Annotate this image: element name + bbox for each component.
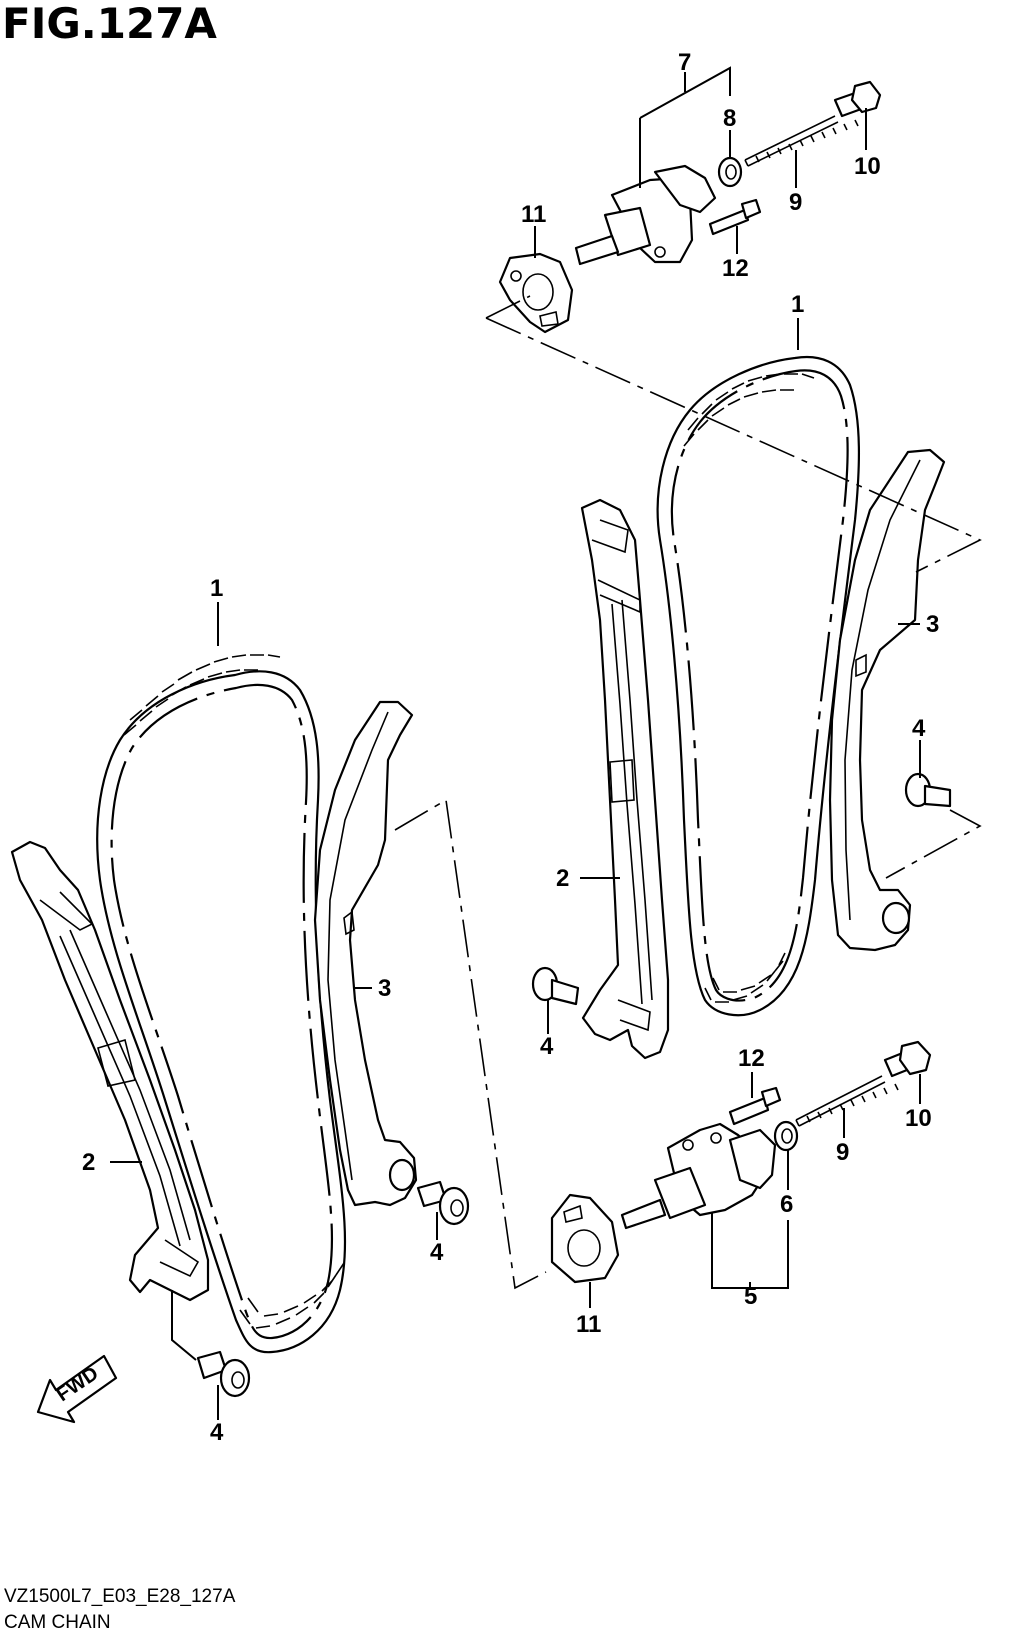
fwd-arrow-icon: FWD — [36, 1354, 118, 1424]
callout-5: 5 — [744, 1283, 757, 1310]
callout-2-left: 2 — [82, 1149, 95, 1176]
callout-12-top: 12 — [722, 255, 749, 282]
bottom-gasket-11 — [550, 1193, 620, 1284]
callout-labels: 1 2 3 4 4 1 2 3 4 4 5 6 7 8 9 9 10 10 11… — [82, 49, 939, 1446]
left-chain-guide-2 — [10, 840, 210, 1302]
left-bolt-4-upper — [416, 1180, 470, 1226]
callout-8: 8 — [723, 105, 736, 132]
left-cam-chain — [96, 654, 347, 1354]
callout-2-right: 2 — [556, 865, 569, 892]
right-chain-tensioner-guide-3 — [828, 448, 946, 952]
callout-9-bottom: 9 — [836, 1139, 849, 1166]
callout-11-bottom: 11 — [576, 1311, 601, 1338]
right-cam-chain — [656, 356, 860, 1017]
callout-12-bottom: 12 — [738, 1045, 765, 1072]
callout-4-left-lower: 4 — [210, 1419, 224, 1446]
bottom-washer-6 — [773, 1120, 799, 1152]
callout-6: 6 — [780, 1191, 793, 1218]
top-bolt-12 — [708, 198, 762, 236]
top-gasket-11 — [498, 252, 574, 334]
callout-10-bottom: 10 — [905, 1105, 932, 1132]
left-chain-tensioner-guide-3 — [313, 700, 418, 1207]
top-washer-8 — [717, 156, 743, 188]
callout-1-left: 1 — [210, 575, 223, 602]
bottom-bolt-12 — [728, 1086, 782, 1126]
callout-11-top: 11 — [521, 201, 546, 228]
top-spring-9 — [744, 115, 859, 167]
top-tensioner-7 — [574, 164, 717, 266]
callout-3-left: 3 — [378, 975, 391, 1002]
callout-4-right-upper: 4 — [912, 715, 926, 742]
callout-3-right: 3 — [926, 611, 939, 638]
callout-7: 7 — [678, 49, 691, 76]
top-bolt-10 — [833, 80, 882, 118]
right-chain-guide-2 — [580, 498, 670, 1060]
bottom-bolt-10 — [883, 1040, 932, 1078]
figure-code: VZ1500L7_E03_E28_127A — [4, 1586, 236, 1607]
callout-1-right: 1 — [791, 291, 804, 318]
right-bolt-4-upper — [904, 772, 952, 808]
callout-4-left-upper: 4 — [430, 1239, 444, 1266]
figure-title: FIG.127A — [2, 0, 217, 48]
left-bolt-4-lower — [196, 1350, 251, 1398]
callout-9-top: 9 — [789, 189, 802, 216]
callout-10-top: 10 — [854, 153, 881, 180]
right-bolt-4-lower — [531, 966, 580, 1006]
leader-lines — [110, 66, 982, 1420]
callout-4-right-lower: 4 — [540, 1033, 554, 1060]
bottom-spring-9 — [795, 1075, 899, 1127]
figure-name: CAM CHAIN — [4, 1612, 111, 1633]
bottom-tensioner-5 — [620, 1122, 777, 1230]
